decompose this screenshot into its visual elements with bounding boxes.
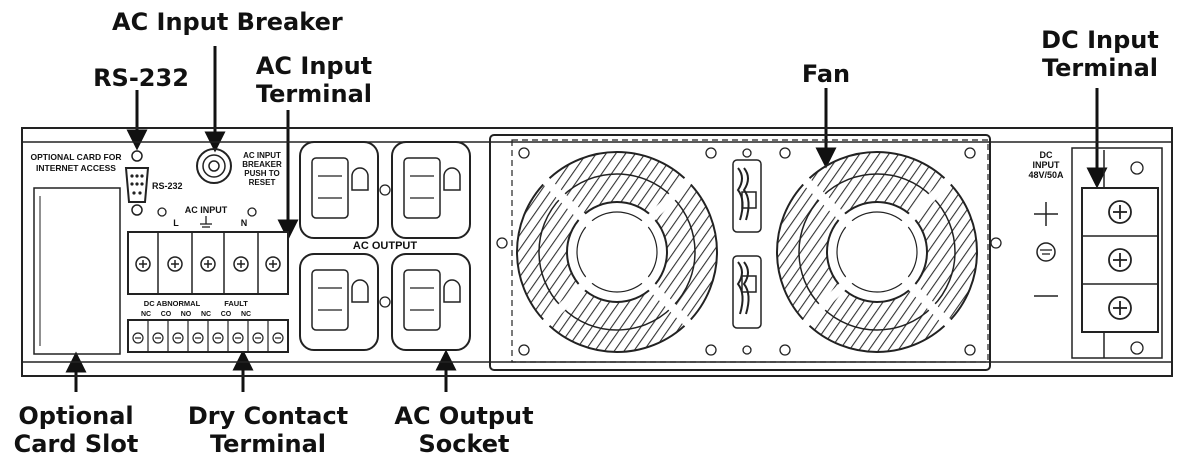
neutral-text: N xyxy=(241,218,248,228)
screw-icon xyxy=(379,184,391,196)
screw-icon xyxy=(964,147,976,159)
callout-arrows xyxy=(65,46,1108,392)
fan-grille-border xyxy=(511,139,989,363)
ac-input-terminal-block: AC INPUT L N xyxy=(127,205,289,295)
dry-contact-terminal-block: DC ABNORMAL FAULT NC CO NO NC CO NC xyxy=(127,299,289,353)
callout-fan: Fan xyxy=(801,60,851,88)
terminal-screw-icon xyxy=(1108,248,1132,272)
fan-housing xyxy=(489,134,991,371)
screw-icon xyxy=(496,237,508,249)
breaker-text-4: RESET xyxy=(249,178,276,187)
dc-text-1: DC xyxy=(1040,150,1053,160)
terminal-screw-icon xyxy=(1108,296,1132,320)
fault-text: FAULT xyxy=(224,299,248,308)
dc-input-section: DC INPUT 48V/50A xyxy=(1028,150,1159,358)
screw-icon xyxy=(779,147,791,159)
dc-text-3: 48V/50A xyxy=(1028,170,1064,180)
plus-icon xyxy=(1034,202,1058,226)
ac-input-text: AC INPUT xyxy=(185,205,228,215)
fan-left xyxy=(516,151,718,353)
screw-icon xyxy=(518,344,530,356)
outlet-icon xyxy=(299,253,379,351)
optional-card-slot: OPTIONAL CARD FOR INTERNET ACCESS xyxy=(31,152,122,355)
rs232-text: RS-232 xyxy=(152,181,183,191)
screw-icon xyxy=(1130,341,1144,355)
screw-icon xyxy=(1130,161,1144,175)
screw-icon xyxy=(131,204,143,216)
screw-icon xyxy=(990,237,1002,249)
ground-symbol-icon xyxy=(1036,242,1056,262)
screw-icon xyxy=(379,296,391,308)
terminal-screw-icon xyxy=(1108,200,1132,224)
breaker-text-2: BREAKER xyxy=(242,160,282,169)
screw-icon xyxy=(705,344,717,356)
screw-icon xyxy=(742,345,752,355)
breaker-text-3: PUSH TO xyxy=(244,169,279,178)
ac-input-breaker: AC INPUT BREAKER PUSH TO RESET xyxy=(196,148,282,187)
callout-dc-input-terminal: DC Input Terminal xyxy=(1041,26,1159,82)
optional-card-text-2: INTERNET ACCESS xyxy=(36,163,116,173)
dc-terminal-plate xyxy=(1071,147,1163,359)
dc-abnormal-text: DC ABNORMAL xyxy=(144,299,201,308)
screw-icon xyxy=(705,147,717,159)
contact-label: NC xyxy=(141,311,151,318)
line-text: L xyxy=(173,218,179,228)
contact-label: NO xyxy=(181,311,192,318)
callout-ac-input-terminal: AC Input Terminal xyxy=(255,52,373,108)
outlet-icon xyxy=(299,141,379,239)
contact-label: NC xyxy=(241,311,251,318)
panel-outline xyxy=(21,127,1173,377)
callout-rs232: RS-232 xyxy=(93,64,189,92)
screw-icon xyxy=(779,344,791,356)
screw-icon xyxy=(131,150,143,162)
ac-output-sockets: AC OUTPUT xyxy=(299,141,471,351)
fan-screws xyxy=(496,147,1002,356)
panel-frame xyxy=(21,127,1173,377)
ground-icon xyxy=(200,216,212,228)
breaker-text-1: AC INPUT xyxy=(243,151,281,160)
screw-icon xyxy=(964,344,976,356)
dc-text-2: INPUT xyxy=(1033,160,1061,170)
contact-label: NC xyxy=(201,311,211,318)
callout-optional-card-slot: Optional Card Slot xyxy=(13,402,139,458)
callout-ac-input-breaker: AC Input Breaker xyxy=(112,8,343,36)
fan-right xyxy=(776,151,978,353)
outlet-icon xyxy=(391,141,471,239)
optional-card-text-1: OPTIONAL CARD FOR xyxy=(31,152,122,162)
callout-dry-contact-terminal: Dry Contact Terminal xyxy=(187,402,349,458)
screw-icon xyxy=(518,147,530,159)
contact-label: CO xyxy=(161,311,172,318)
contact-label: CO xyxy=(221,311,232,318)
callout-ac-output-socket: AC Output Socket xyxy=(394,402,534,458)
outlet-icon xyxy=(391,253,471,351)
rs232-port: RS-232 xyxy=(124,150,183,216)
screw-icon xyxy=(742,148,752,158)
fan-connectors xyxy=(732,159,762,329)
ac-output-text: AC OUTPUT xyxy=(353,240,417,252)
